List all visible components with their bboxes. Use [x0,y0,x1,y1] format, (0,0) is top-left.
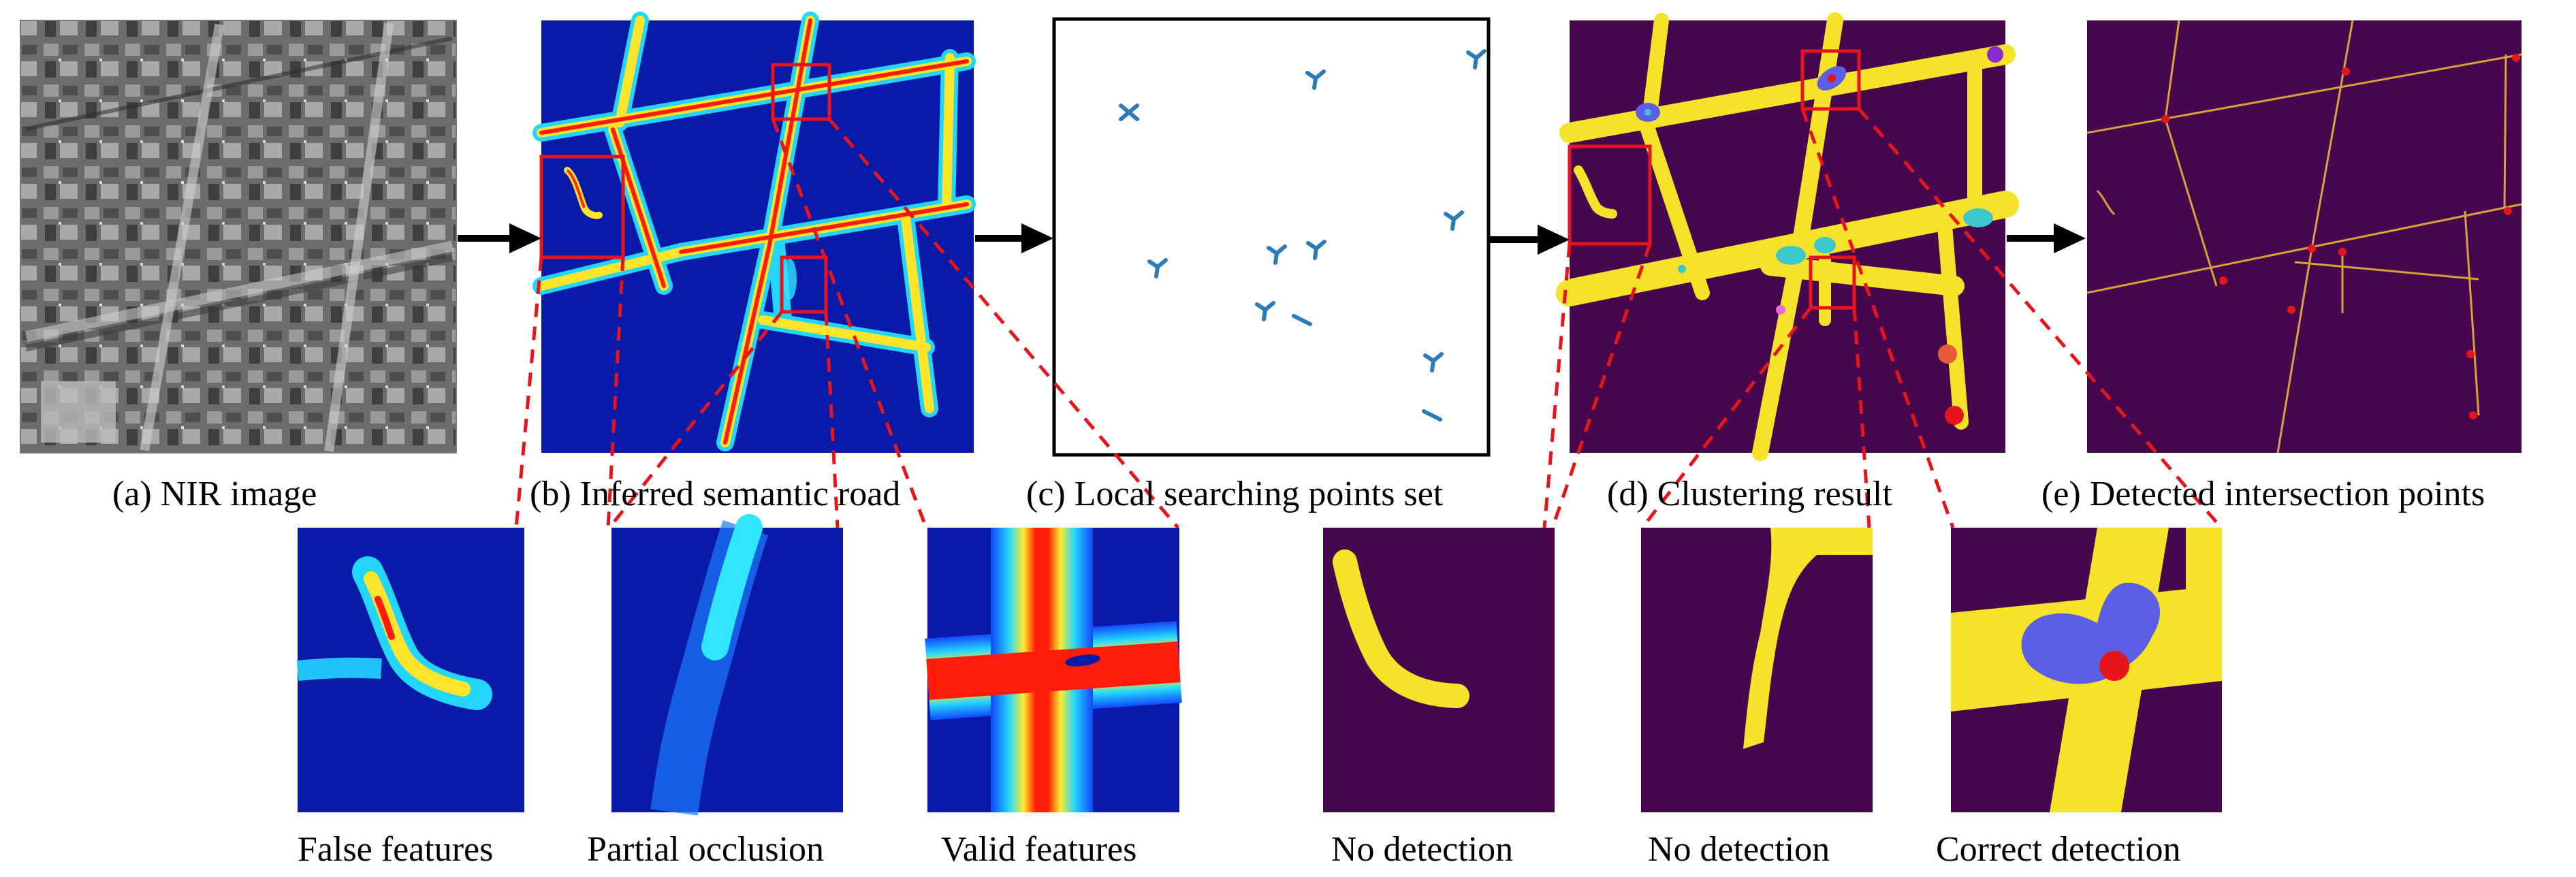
arrow-b-to-c [975,223,1053,253]
caption-panel-e: (e) Detected intersection points [2041,475,2485,513]
detected-intersection-point [2287,306,2295,314]
detected-intersection-point [2338,248,2347,256]
zoom-valid-features [925,528,1182,812]
panel-b-heatmap [532,12,976,453]
detected-intersection-point [2469,411,2477,419]
searching-point [1267,244,1287,265]
detected-intersection-point [2512,54,2520,62]
caption-zoom-false-features: False features [298,830,494,869]
caption-panel-d: (d) Clustering result [1607,475,1892,513]
panel-a-nir-image [20,20,457,453]
caption-panel-b: (b) Inferred semantic road [530,475,901,513]
arrows [458,223,2086,255]
caption-zoom-no-detection-1: No detection [1331,830,1514,869]
detected-intersection-point [2219,276,2227,285]
panel-e-detections [2086,20,2522,453]
searching-point [1305,69,1326,90]
detected-intersection-point [2161,115,2169,123]
arrow-d-to-e [2007,223,2086,253]
searching-point [1255,301,1275,321]
searching-point [1147,258,1168,278]
zoom-no-detection-2 [1641,528,1873,812]
zoom-correct-detection [1951,528,2222,812]
searching-point [1422,409,1442,421]
detected-intersection-point [2504,207,2512,215]
detected-intersection-point [2308,244,2316,253]
panel-c-searching-points [1052,17,1491,457]
caption-panel-a: (a) NIR image [112,475,317,513]
searching-point [1119,103,1139,121]
zoom-guides [514,108,2223,529]
zoom-no-detection-1 [1323,528,1555,812]
detected-intersection-point [2342,67,2350,76]
arrow-c-to-d [1490,225,1570,255]
searching-point [1466,49,1486,69]
caption-zoom-no-detection-2: No detection [1648,830,1830,869]
zoom-false-features [296,528,524,812]
zoom-partial-occlusion [611,514,843,816]
arrow-a-to-b [458,223,541,253]
caption-zoom-correct-detection: Correct detection [1936,830,2181,869]
searching-point [1423,352,1444,372]
detected-intersection-point [2466,350,2475,358]
panel-d-clustering [1556,12,2019,461]
searching-point [1306,240,1326,260]
caption-zoom-partial-occlusion: Partial occlusion [587,830,825,869]
searching-point [1444,210,1464,231]
caption-zoom-valid-features: Valid features [941,830,1137,869]
searching-point [1292,314,1312,326]
caption-panel-c: (c) Local searching points set [1026,475,1444,513]
